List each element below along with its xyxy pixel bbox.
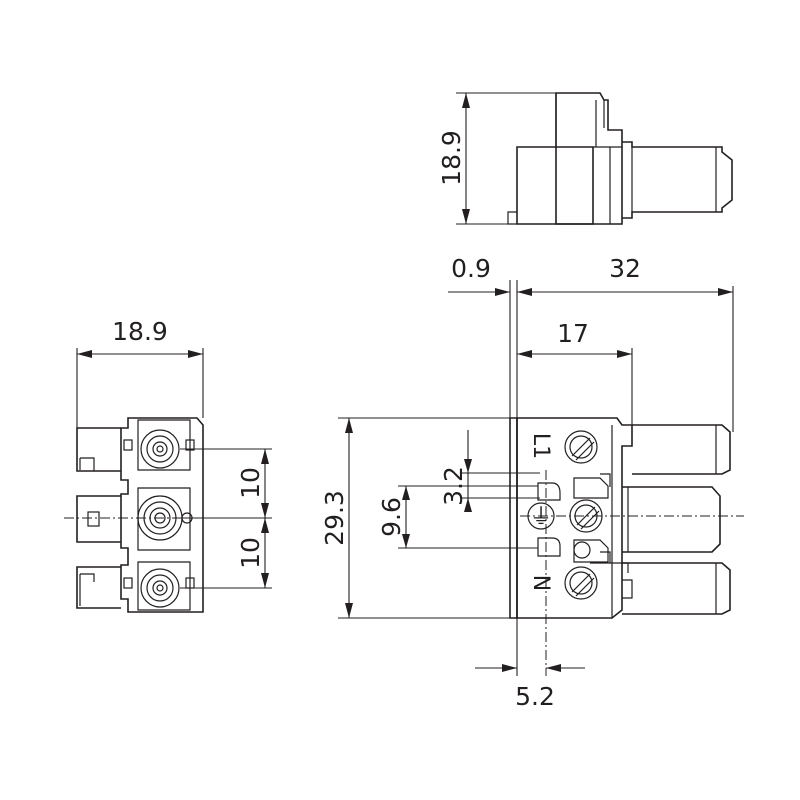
marking-l1: L1 (528, 433, 553, 459)
dim-offset-small: 3.2 (439, 466, 468, 506)
dim-total-length: 32 (609, 254, 641, 283)
dim-top-height: 18.9 (437, 130, 466, 186)
dim-side-width: 18.9 (112, 317, 168, 346)
dim-wall: 0.9 (451, 254, 491, 283)
marking-earth: ⏚ (530, 505, 552, 530)
dim-body-height: 29.3 (320, 490, 349, 546)
front-view: L1 ⏚ N 29.3 9.6 3.2 0. (320, 254, 744, 711)
top-view: 18.9 (437, 92, 733, 225)
side-view: 10 10 18.9 (64, 317, 272, 613)
dim-pitch-upper: 10 (236, 467, 265, 499)
marking-n: N (528, 575, 553, 591)
dim-pitch-lower: 10 (236, 537, 265, 569)
dim-pin-length: 17 (557, 319, 589, 348)
dim-offset-ground: 9.6 (377, 497, 406, 537)
dim-terminal-offset: 5.2 (515, 682, 555, 711)
